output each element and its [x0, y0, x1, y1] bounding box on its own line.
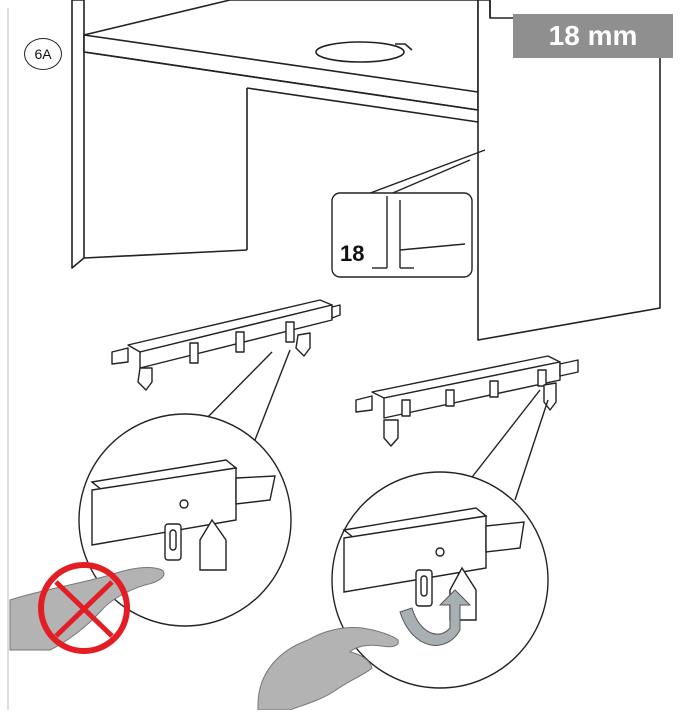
bracket-left — [111, 299, 341, 391]
zoom-right-leader-2 — [514, 399, 549, 501]
bracket-right-tab-left — [355, 395, 373, 413]
zoom-right-bracket-face — [343, 515, 487, 593]
zoom-right-slot — [420, 575, 428, 597]
detail-box — [331, 192, 473, 278]
bracket-left-tab-left — [111, 347, 129, 365]
cabinet-shelf-front-line — [83, 51, 479, 111]
bracket-left-hook-2 — [295, 332, 311, 357]
detail-dimension-label: 18 — [340, 241, 365, 266]
detail-floor-line — [399, 243, 466, 251]
detail-leader-line-2 — [387, 159, 471, 196]
zoom-right-leader-1 — [461, 389, 541, 491]
step-label: 6A — [24, 38, 62, 70]
bracket-right — [355, 355, 579, 447]
zoom-left-leader-2 — [199, 351, 273, 426]
zoom-right-screw-hole — [435, 547, 445, 557]
thickness-detail — [331, 149, 486, 278]
bracket-left-hook-1 — [137, 367, 153, 391]
bracket-right-slot-2 — [445, 389, 455, 407]
detail-leader-line — [364, 149, 486, 196]
bracket-right-face — [383, 361, 561, 419]
bracket-left-slot-3 — [285, 321, 295, 343]
zoom-left-slot — [169, 529, 177, 551]
bracket-left-slot-2 — [235, 331, 245, 353]
zoom-left-bracket-face — [91, 467, 237, 546]
cabinet-left-panel — [71, 0, 85, 269]
zoom-left-leader-1 — [254, 349, 291, 441]
bracket-right-slot-1 — [401, 399, 411, 417]
curved-arrow-icon — [399, 589, 472, 646]
sink-cutout-notch — [395, 43, 413, 51]
thickness-badge: 18 mm — [513, 14, 673, 58]
cabinet-shelf-top-line — [83, 34, 479, 93]
hand-icon-right — [257, 627, 399, 711]
bracket-right-slot-4 — [537, 369, 547, 387]
prohibited-icon — [38, 562, 130, 654]
bracket-right-slot-3 — [489, 380, 499, 398]
zoom-left-screw-hole — [179, 499, 189, 509]
bracket-right-tab-right — [559, 359, 579, 377]
bracket-left-slot-1 — [189, 342, 199, 364]
bracket-left-tab-right — [331, 304, 341, 319]
zoom-right-tab — [485, 521, 525, 553]
cabinet-bottom-edge — [83, 249, 248, 259]
cabinet-back-line — [246, 87, 479, 123]
cabinet-drawing — [71, 0, 661, 341]
bracket-right-hook-1 — [383, 419, 399, 447]
zoom-left-hook — [199, 518, 227, 571]
sink-cutout — [315, 41, 405, 63]
zoom-left-tab — [235, 475, 276, 505]
